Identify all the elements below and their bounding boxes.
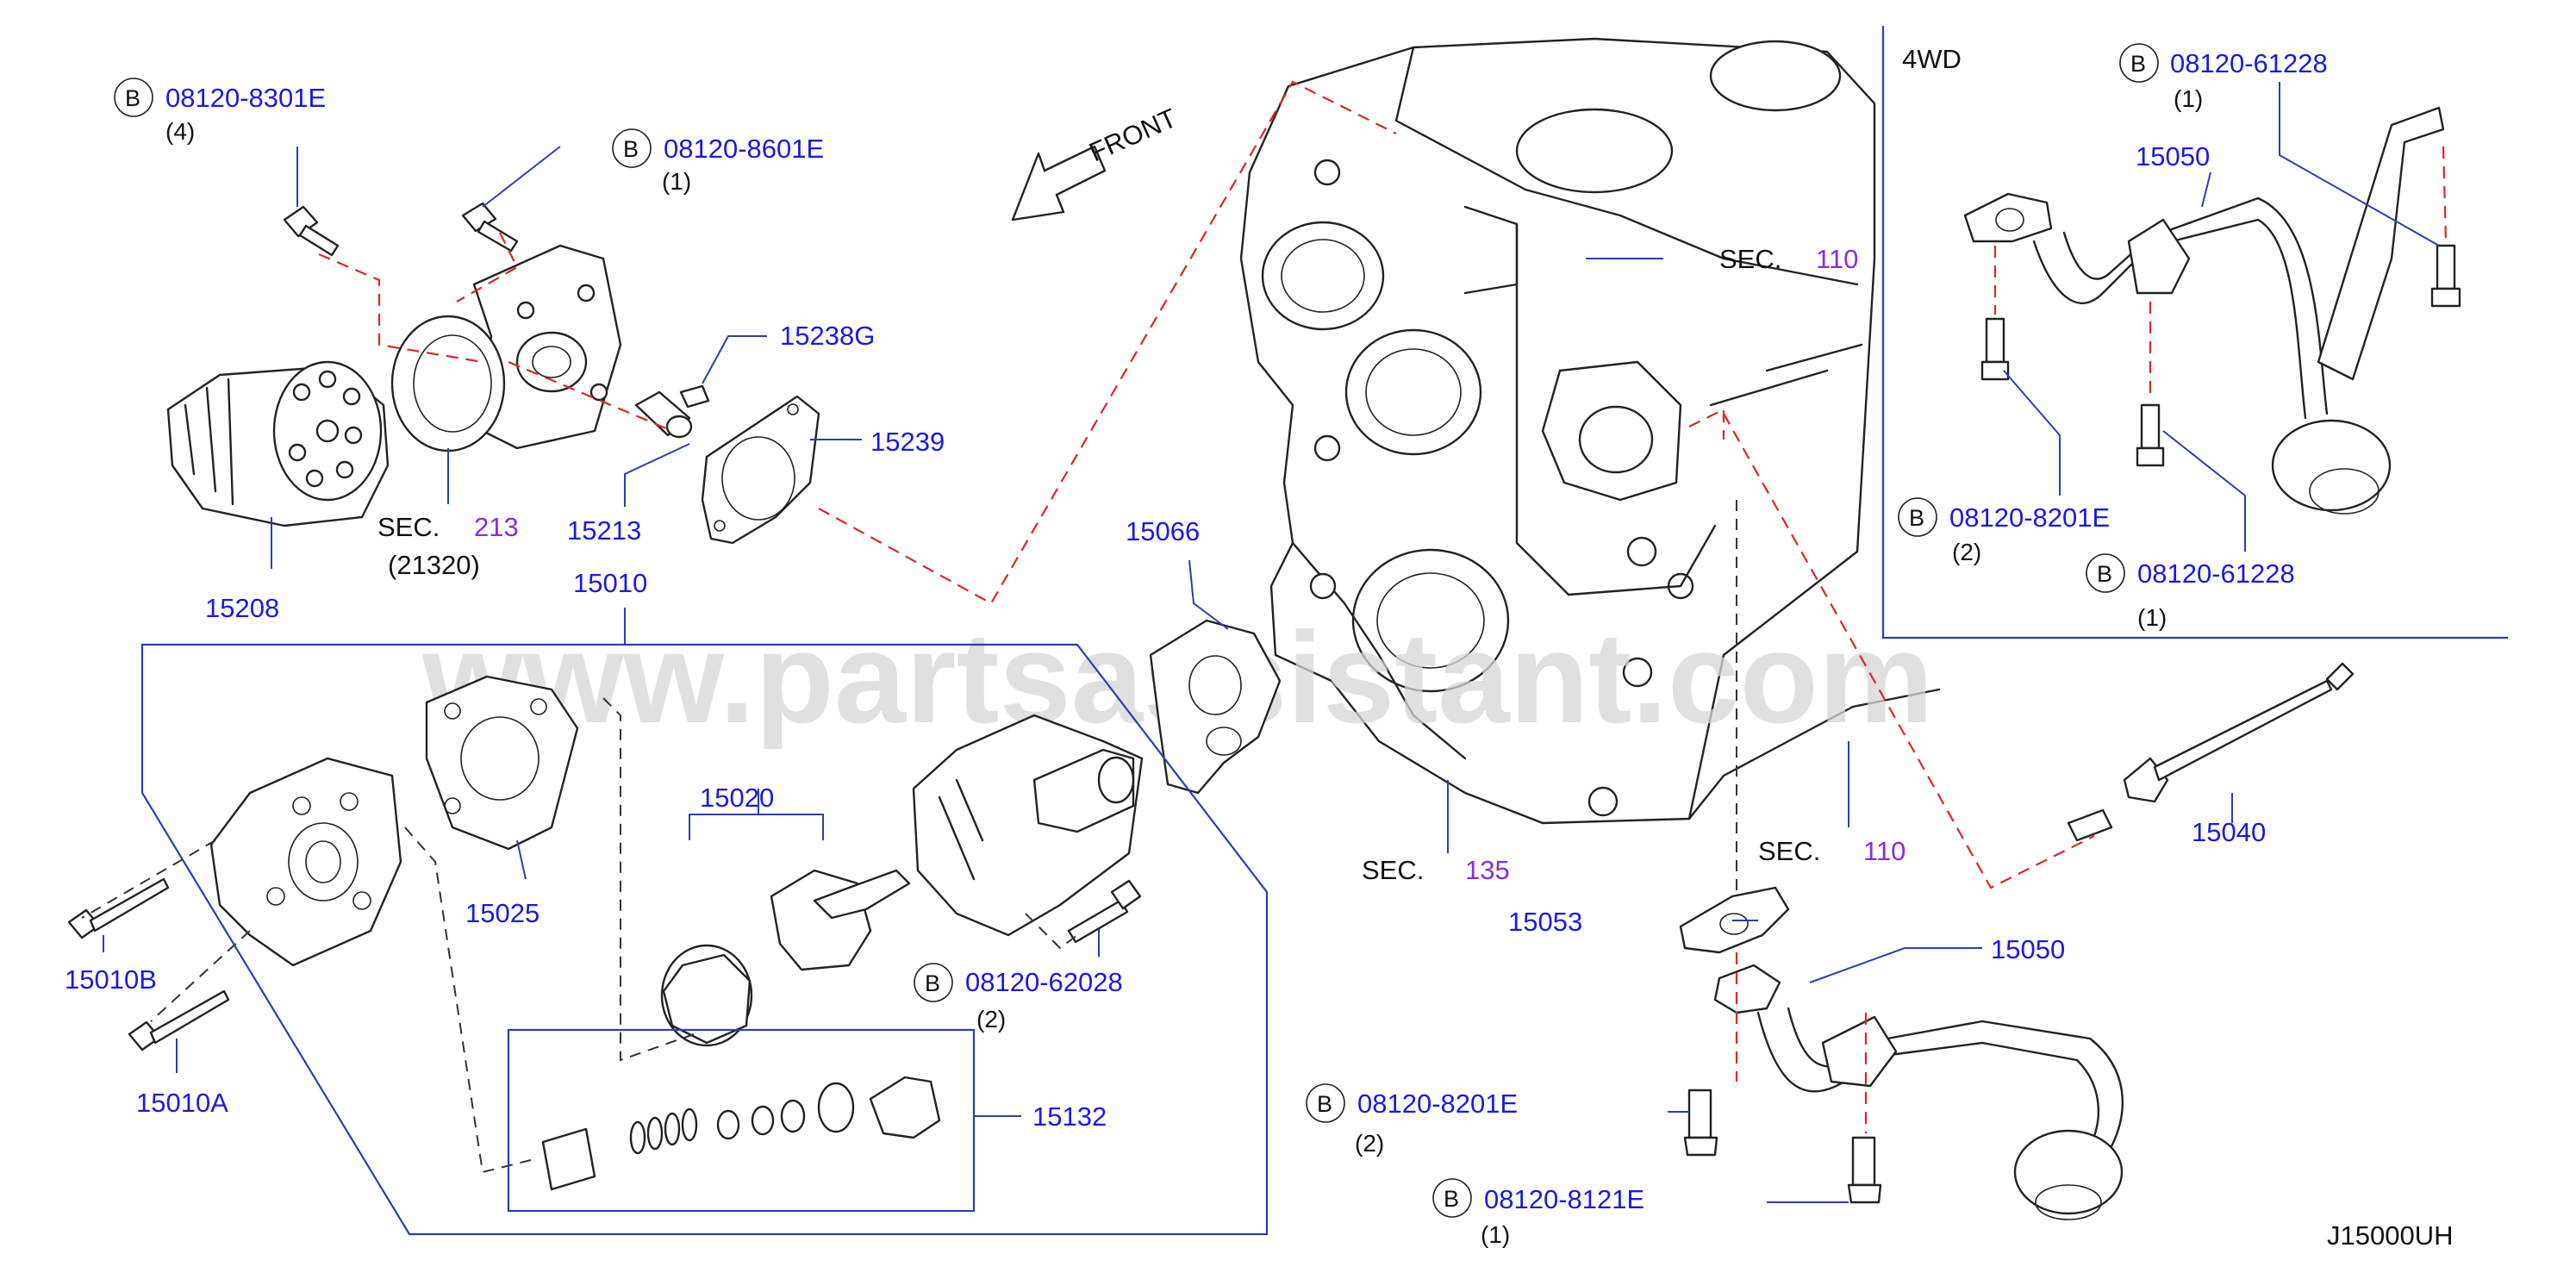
- gasket-15239-drawing: [701, 395, 820, 545]
- bolt-number-61228-bottom: 08120-61228: [2137, 558, 2295, 589]
- sec-213-sub: (21320): [388, 550, 480, 580]
- bolt-qty-8121e: (1): [1481, 1221, 1510, 1248]
- callout-labels: 08120-8301E (4) 08120-8601E (1) 15238G 1…: [65, 44, 2453, 1251]
- bolt-number-8301e: 08120-8301E: [165, 83, 326, 113]
- part-label-15050-main: 15050: [1991, 934, 2065, 964]
- part-label-15040: 15040: [2192, 817, 2266, 847]
- bolt-badge-b-61228-bottom: B: [2097, 561, 2112, 587]
- bolt-badges: B B B B B B B B: [114, 43, 2159, 1218]
- sec-110-bottom-number: 110: [1863, 836, 1905, 866]
- bolt-qty-61228-bottom: (1): [2137, 604, 2167, 631]
- bolt-8121e-drawing: [1847, 1136, 1882, 1204]
- filter-bracket-drawing: [390, 244, 622, 452]
- oil-filter-drawing: [166, 360, 390, 527]
- pump-bolt-15010a-drawing: [128, 989, 230, 1051]
- sec-110-bottom-prefix: SEC.: [1758, 836, 1820, 866]
- gasket-15066-drawing: [1149, 619, 1282, 795]
- front-label: FRONT: [1085, 103, 1182, 167]
- bolt-badge-b-8301e: B: [125, 85, 140, 111]
- relief-valve-drawing: [634, 384, 710, 439]
- oil-pump-body-drawing: [209, 757, 402, 967]
- pump-bolt-15010b-drawing: [67, 877, 170, 939]
- bolt-badge-b-61228-top: B: [2130, 51, 2146, 77]
- sec-135-prefix: SEC.: [1362, 855, 1424, 885]
- part-label-15239: 15239: [870, 427, 945, 457]
- bolt-qty-8301e: (4): [165, 118, 195, 145]
- dipstick-guide-15040-drawing: [2067, 662, 2355, 842]
- part-label-15208: 15208: [205, 593, 279, 623]
- inner-rotor-15020-drawing: [770, 869, 911, 971]
- part-label-15213: 15213: [567, 515, 641, 546]
- pump-housing-drawing: [912, 714, 1144, 937]
- 4wd-inset-frame: [1881, 26, 2508, 640]
- bolt-badge-b-8201e-main: B: [1317, 1091, 1332, 1117]
- sec-135-number: 135: [1465, 855, 1510, 885]
- bolt-qty-8601e: (1): [662, 168, 691, 195]
- bolt-number-8121e: 08120-8121E: [1484, 1184, 1644, 1214]
- oil-strainer-15050-drawing: [1713, 964, 2124, 1220]
- bolt-qty-8201e-main: (2): [1355, 1130, 1384, 1157]
- engine-block-drawing: [1239, 37, 1941, 825]
- part-label-15010: 15010: [573, 568, 647, 598]
- part-label-15010b: 15010B: [65, 964, 157, 995]
- bolt-badge-b-8601e: B: [623, 136, 639, 162]
- bolt-number-8201e-main: 08120-8201E: [1357, 1089, 1518, 1119]
- bolt-badge-b-8121e: B: [1444, 1186, 1459, 1212]
- diagram-code: J15000UH: [2327, 1220, 2453, 1251]
- assembly-lines: [81, 80, 2448, 1174]
- front-arrow-icon: [1011, 145, 1107, 221]
- part-label-15132: 15132: [1032, 1101, 1107, 1132]
- bolt-badge-b-62028: B: [925, 970, 940, 996]
- sec-110-top-prefix: SEC.: [1719, 244, 1781, 274]
- bolt-61228-bottom-drawing: [2136, 403, 2165, 467]
- bolt-8201e-4wd-drawing: [1980, 317, 2010, 381]
- part-label-15025: 15025: [465, 898, 540, 928]
- bolt-number-62028: 08120-62028: [965, 967, 1123, 997]
- bolt-8601e-drawing: [461, 202, 519, 253]
- pump-cover-gasket-15025-drawing: [425, 675, 579, 851]
- sec-110-top-number: 110: [1816, 244, 1858, 274]
- part-label-15053: 15053: [1508, 907, 1582, 937]
- outer-rotor-15020-drawing: [660, 944, 753, 1047]
- leader-lines: [103, 82, 2440, 1203]
- part-label-15010a: 15010A: [136, 1088, 228, 1118]
- bolt-8201e-main-drawing: [1683, 1089, 1718, 1157]
- relief-valve-kit-15132-drawing: [541, 1076, 941, 1191]
- bolt-badge-b-8201e-4wd: B: [1909, 505, 1924, 531]
- bolt-8301e-drawing: [283, 205, 340, 257]
- part-label-15238g: 15238G: [780, 321, 875, 351]
- oil-strainer-4wd-drawing: [1963, 106, 2445, 515]
- bolt-qty-62028: (2): [976, 1006, 1006, 1033]
- bolt-number-61228-top: 08120-61228: [2170, 48, 2328, 78]
- bolt-qty-8201e-4wd: (2): [1952, 539, 1981, 565]
- variant-label-4wd: 4WD: [1902, 44, 1962, 74]
- sec-213-prefix: SEC.: [377, 512, 440, 542]
- bolt-62028-drawing: [1067, 879, 1142, 944]
- sec-213-number: 213: [474, 512, 519, 542]
- part-label-15066: 15066: [1126, 516, 1200, 546]
- oil-pump-assembly-frame: [140, 643, 1269, 1236]
- bolt-61228-top-drawing: [2430, 244, 2461, 308]
- relief-valve-kit-frame: [507, 1028, 976, 1213]
- part-label-15050-4wd: 15050: [2136, 141, 2210, 172]
- bolt-number-8201e-4wd: 08120-8201E: [1949, 502, 2110, 533]
- bolt-number-8601e: 08120-8601E: [664, 134, 824, 164]
- part-label-15020: 15020: [700, 783, 774, 813]
- bolt-qty-61228-top: (1): [2174, 85, 2203, 112]
